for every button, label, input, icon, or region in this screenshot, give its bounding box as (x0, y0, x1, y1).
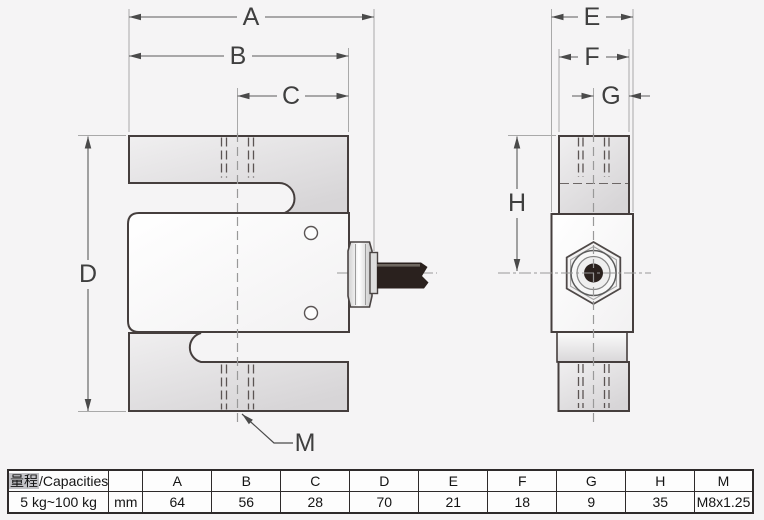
side-top-thread-hidden-lines (577, 137, 610, 177)
dimension-a-label: A (243, 3, 260, 31)
dimension-e: E (551, 3, 633, 31)
side-view: E F G H (498, 3, 651, 422)
value-a-cell: 64 (142, 491, 213, 514)
dimension-b: B (129, 42, 349, 70)
table-header-m: M (694, 469, 754, 492)
dimension-f-label: F (584, 43, 599, 71)
front-top-block (128, 135, 349, 215)
dimension-g-label: G (601, 82, 620, 110)
gland-nut-side (347, 241, 373, 308)
dimension-m-label: M (295, 429, 316, 457)
plate-hole-top (303, 225, 319, 241)
dimension-f: F (559, 43, 629, 71)
cable-highlight (377, 264, 420, 267)
unit-cell: mm (108, 491, 144, 514)
value-h-cell: 35 (625, 491, 696, 514)
table-header-b: B (211, 469, 282, 492)
table-header-capacities: 量程/Capacities (7, 469, 110, 492)
value-c-cell: 28 (280, 491, 351, 514)
dimension-d-label: D (79, 260, 97, 288)
dimension-b-label: B (230, 42, 247, 70)
table-data-row: 5 kg~100 kg mm 64 56 28 70 21 18 9 35 M8… (7, 491, 754, 514)
table-header-h: H (625, 469, 696, 492)
table-header-unit (108, 469, 144, 492)
table-header-d: D (349, 469, 420, 492)
cable (377, 262, 429, 289)
dimensions-table: 量程/Capacities A B C D E F G H M 5 kg~100… (7, 469, 754, 514)
table-header-e: E (418, 469, 489, 492)
dimension-e-label: E (584, 3, 601, 31)
capacities-label-cn: 量程 (9, 473, 39, 489)
dimension-c-label: C (282, 82, 300, 110)
front-bottom-thread-hidden-lines (220, 364, 255, 410)
table-header-a: A (142, 469, 213, 492)
dimension-a: A (129, 3, 374, 31)
cable-gland (337, 241, 437, 308)
table-header-c: C (280, 469, 351, 492)
dimension-h: H (508, 136, 526, 271)
value-g-cell: 9 (556, 491, 627, 514)
table-header-row: 量程/Capacities A B C D E F G H M (7, 469, 754, 492)
side-neck (556, 331, 628, 363)
technical-drawing: A B C D M (78, 3, 651, 457)
table-header-g: G (556, 469, 627, 492)
dimension-d: D (79, 136, 97, 411)
plate-hole-bottom (303, 305, 319, 321)
front-bottom-block (128, 332, 349, 412)
capacity-range-cell: 5 kg~100 kg (7, 491, 110, 514)
dimension-c: C (237, 82, 349, 110)
front-view: A B C D M (78, 3, 437, 457)
front-top-thread-hidden-lines (220, 137, 255, 178)
dimension-h-label: H (508, 189, 526, 217)
value-f-cell: 18 (487, 491, 558, 514)
value-d-cell: 70 (349, 491, 420, 514)
side-bottom-thread-hidden-lines (577, 364, 610, 408)
front-middle-plate (127, 212, 350, 333)
dimension-g: G (572, 82, 650, 110)
value-b-cell: 56 (211, 491, 282, 514)
gland-hex-inner (570, 245, 617, 301)
table-header-f: F (487, 469, 558, 492)
gland-collar (369, 251, 379, 295)
value-m-cell: M8x1.25 (694, 491, 754, 514)
value-e-cell: 21 (418, 491, 489, 514)
capacities-label-en: /Capacities (39, 473, 109, 489)
dimension-m: M (241, 413, 316, 457)
